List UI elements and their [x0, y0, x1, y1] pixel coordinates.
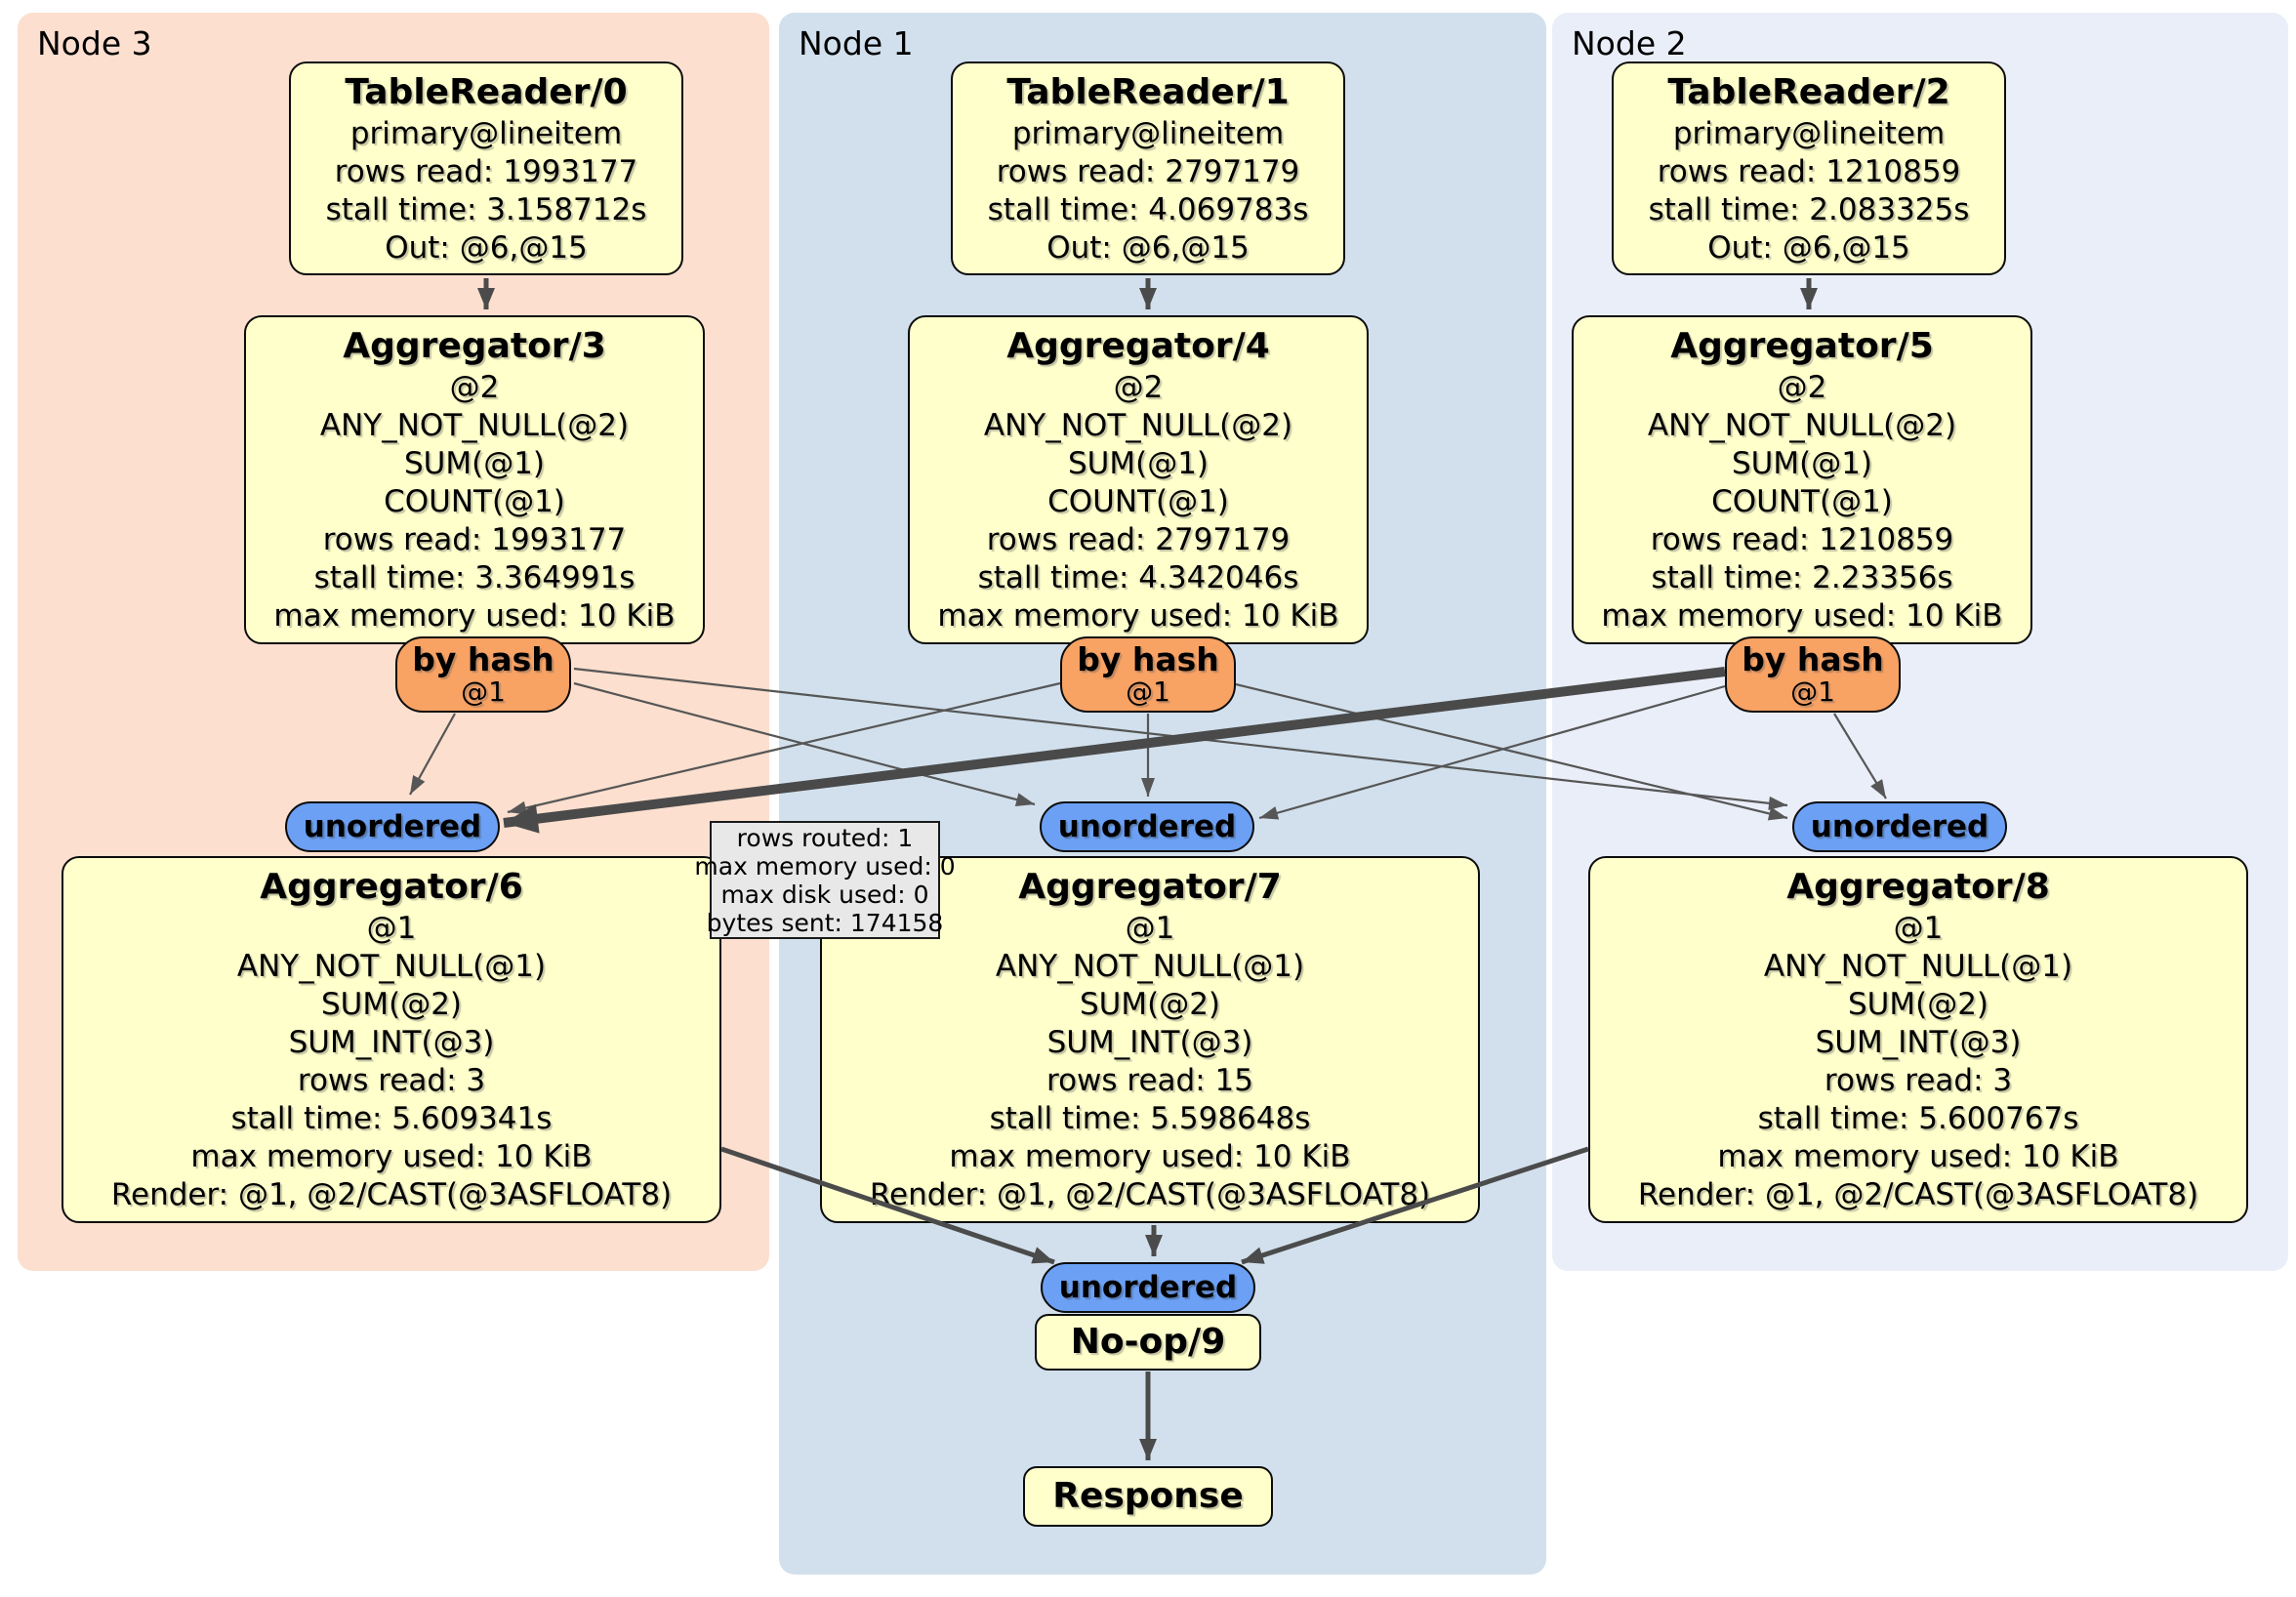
- router-label: by hash: [1742, 640, 1884, 678]
- router-detail: @1: [461, 676, 506, 708]
- proc-line: ANY_NOT_NULL(@2): [1647, 408, 1957, 443]
- processor-aggregator-4[interactable]: Aggregator/4 @2 ANY_NOT_NULL(@2) SUM(@1)…: [908, 315, 1369, 644]
- proc-line: stall time: 5.600767s: [1757, 1101, 2079, 1136]
- proc-line: stall time: 5.609341s: [230, 1101, 553, 1136]
- router-by-hash-node3[interactable]: by hash @1: [395, 636, 571, 713]
- proc-line: ANY_NOT_NULL(@2): [983, 408, 1293, 443]
- proc-line: SUM(@1): [1731, 446, 1873, 481]
- proc-line: @1: [1125, 911, 1175, 946]
- proc-line: ANY_NOT_NULL(@1): [1763, 949, 2073, 984]
- proc-line: ANY_NOT_NULL(@2): [319, 408, 630, 443]
- router-by-hash-node2[interactable]: by hash @1: [1725, 636, 1901, 713]
- proc-line: SUM(@2): [1079, 987, 1221, 1022]
- router-label: by hash: [412, 640, 554, 678]
- processor-tablereader-1[interactable]: TableReader/1 primary@lineitem rows read…: [951, 61, 1345, 275]
- tooltip-line: rows routed: 1: [736, 823, 914, 852]
- proc-line: max memory used: 10 KiB: [273, 598, 676, 634]
- proc-line: stall time: 2.23356s: [1651, 560, 1953, 595]
- processor-title: Response: [1052, 1476, 1244, 1516]
- proc-line: Out: @6,@15: [1046, 229, 1250, 266]
- proc-line: SUM_INT(@3): [1046, 1025, 1253, 1060]
- processor-title: Aggregator/5: [1670, 326, 1934, 366]
- processor-tablereader-0[interactable]: TableReader/0 primary@lineitem rows read…: [289, 61, 683, 275]
- proc-line: rows read: 1210859: [1657, 153, 1961, 189]
- region-node1-label: Node 1: [799, 24, 914, 62]
- proc-line: max memory used: 10 KiB: [1601, 598, 2003, 634]
- proc-line: rows read: 1210859: [1650, 522, 1954, 557]
- processor-aggregator-8[interactable]: Aggregator/8 @1 ANY_NOT_NULL(@1) SUM(@2)…: [1588, 856, 2248, 1223]
- proc-line: rows read: 1993177: [322, 522, 627, 557]
- processor-noop-9[interactable]: No-op/9: [1035, 1314, 1261, 1371]
- processor-response[interactable]: Response: [1023, 1466, 1273, 1527]
- proc-line: ANY_NOT_NULL(@1): [995, 949, 1305, 984]
- proc-line: stall time: 2.083325s: [1648, 191, 1970, 227]
- processor-title: TableReader/0: [345, 71, 628, 112]
- stream-unordered-node1[interactable]: unordered: [1040, 801, 1254, 852]
- tooltip-line: bytes sent: 174158: [706, 908, 944, 937]
- proc-line: max memory used: 10 KiB: [949, 1139, 1351, 1174]
- router-detail: @1: [1126, 676, 1170, 708]
- stream-unordered-final[interactable]: unordered: [1041, 1262, 1255, 1313]
- proc-line: SUM(@2): [320, 987, 463, 1022]
- proc-line: SUM(@2): [1847, 987, 1989, 1022]
- region-node2-label: Node 2: [1572, 24, 1687, 62]
- router-detail: @1: [1790, 676, 1835, 708]
- proc-line: stall time: 4.342046s: [977, 560, 1299, 595]
- processor-aggregator-5[interactable]: Aggregator/5 @2 ANY_NOT_NULL(@2) SUM(@1)…: [1572, 315, 2032, 644]
- proc-line: @2: [1113, 370, 1164, 405]
- processor-title: Aggregator/3: [343, 326, 606, 366]
- proc-line: Render: @1, @2/CAST(@3ASFLOAT8): [110, 1177, 673, 1212]
- proc-line: primary@lineitem: [1011, 115, 1285, 151]
- proc-line: stall time: 3.364991s: [313, 560, 636, 595]
- proc-line: stall time: 4.069783s: [987, 191, 1309, 227]
- processor-aggregator-6[interactable]: Aggregator/6 @1 ANY_NOT_NULL(@1) SUM(@2)…: [62, 856, 721, 1223]
- proc-line: SUM(@1): [403, 446, 546, 481]
- proc-line: @1: [366, 911, 417, 946]
- proc-line: COUNT(@1): [1047, 484, 1229, 519]
- processor-tablereader-2[interactable]: TableReader/2 primary@lineitem rows read…: [1612, 61, 2006, 275]
- router-label: by hash: [1077, 640, 1219, 678]
- processor-title: Aggregator/8: [1786, 867, 2050, 907]
- proc-line: ANY_NOT_NULL(@1): [236, 949, 547, 984]
- processor-title: Aggregator/6: [260, 867, 523, 907]
- processor-aggregator-3[interactable]: Aggregator/3 @2 ANY_NOT_NULL(@2) SUM(@1)…: [244, 315, 705, 644]
- proc-line: stall time: 5.598648s: [989, 1101, 1311, 1136]
- proc-line: rows read: 2797179: [996, 153, 1300, 189]
- processor-title: TableReader/1: [1006, 71, 1290, 112]
- processor-title: Aggregator/4: [1006, 326, 1270, 366]
- proc-line: rows read: 2797179: [986, 522, 1291, 557]
- tooltip-line: max disk used: 0: [720, 880, 929, 909]
- region-node3-label: Node 3: [37, 24, 152, 62]
- proc-line: rows read: 1993177: [334, 153, 638, 189]
- proc-line: Render: @1, @2/CAST(@3ASFLOAT8): [869, 1177, 1431, 1212]
- proc-line: SUM(@1): [1067, 446, 1210, 481]
- proc-line: rows read: 3: [1824, 1063, 2013, 1098]
- router-by-hash-node1[interactable]: by hash @1: [1060, 636, 1236, 713]
- proc-line: @2: [1777, 370, 1827, 405]
- proc-line: rows read: 15: [1046, 1063, 1253, 1098]
- processor-title: Aggregator/7: [1018, 867, 1282, 907]
- tooltip-line: max memory used: 0: [694, 851, 956, 880]
- proc-line: primary@lineitem: [349, 115, 623, 151]
- proc-line: primary@lineitem: [1672, 115, 1946, 151]
- processor-title: TableReader/2: [1667, 71, 1950, 112]
- proc-line: stall time: 3.158712s: [325, 191, 647, 227]
- proc-line: SUM_INT(@3): [1815, 1025, 2022, 1060]
- proc-line: Render: @1, @2/CAST(@3ASFLOAT8): [1637, 1177, 2199, 1212]
- proc-line: max memory used: 10 KiB: [190, 1139, 593, 1174]
- proc-line: COUNT(@1): [384, 484, 565, 519]
- stream-unordered-node2[interactable]: unordered: [1792, 801, 2007, 852]
- proc-line: Out: @6,@15: [1707, 229, 1910, 266]
- proc-line: max memory used: 10 KiB: [937, 598, 1339, 634]
- stream-unordered-node3[interactable]: unordered: [285, 801, 500, 852]
- processor-title: No-op/9: [1070, 1322, 1226, 1362]
- proc-line: rows read: 3: [297, 1063, 486, 1098]
- proc-line: COUNT(@1): [1711, 484, 1893, 519]
- proc-line: @1: [1893, 911, 1944, 946]
- proc-line: @2: [449, 370, 500, 405]
- proc-line: max memory used: 10 KiB: [1717, 1139, 2119, 1174]
- proc-line: SUM_INT(@3): [288, 1025, 495, 1060]
- edge-stats-tooltip: rows routed: 1 max memory used: 0 max di…: [694, 821, 956, 939]
- proc-line: Out: @6,@15: [385, 229, 588, 266]
